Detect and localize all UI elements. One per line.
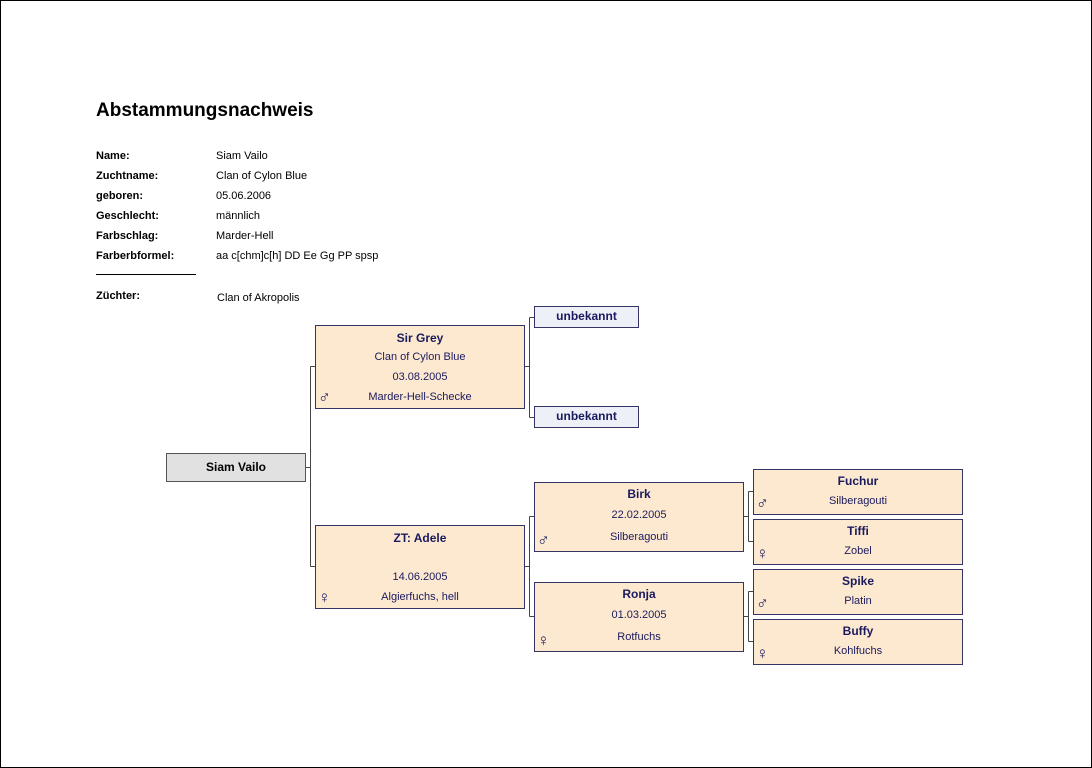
great-grandparent-name: Tiffi: [847, 524, 869, 538]
name-value: Siam Vailo: [216, 150, 268, 162]
sex-value: männlich: [216, 210, 261, 222]
great-grandparent-box-tiffi: Tiffi Zobel ♀: [753, 519, 963, 565]
breeder-label: Züchter:: [96, 290, 140, 302]
mother-box: ZT: Adele 14.06.2005 Algierfuchs, hell ♀: [315, 525, 525, 609]
male-icon: ♂: [756, 494, 769, 513]
maternal-grandfather-box: Birk 22.02.2005 Silberagouti ♂: [534, 482, 744, 552]
male-icon: ♂: [318, 388, 331, 407]
female-icon: ♀: [318, 588, 331, 607]
female-icon: ♀: [756, 544, 769, 563]
kennel-name-label: Zuchtname:: [96, 170, 159, 182]
great-grandparent-box-fuchur: Fuchur Silberagouti ♂: [753, 469, 963, 515]
maternal-grandfather-birth-date: 22.02.2005: [611, 509, 667, 521]
great-grandparent-name: Buffy: [842, 624, 874, 638]
birth-date-label: geboren:: [96, 190, 144, 202]
great-grandparent-color: Silberagouti: [828, 495, 888, 507]
male-icon: ♂: [537, 531, 550, 550]
great-grandparent-color: Platin: [844, 595, 872, 607]
father-kennel: Clan of Cylon Blue: [374, 351, 466, 363]
great-grandparent-color: Kohlfuchs: [833, 645, 883, 657]
color-value: Marder-Hell: [216, 230, 274, 242]
kennel-name-value: Clan of Cylon Blue: [216, 170, 308, 182]
name-label: Name:: [96, 150, 130, 162]
color-formula-value: aa c[chm]c[h] DD Ee Gg PP spsp: [216, 250, 379, 262]
mother-color: Algierfuchs, hell: [381, 591, 459, 603]
maternal-grandfather-name: Birk: [627, 487, 651, 501]
root-animal-name: Siam Vailo: [205, 460, 267, 474]
great-grandparent-box-spike: Spike Platin ♂: [753, 569, 963, 615]
paternal-grandfather-name: unbekannt: [556, 309, 617, 323]
great-grandparent-name: Fuchur: [837, 474, 879, 488]
father-box: Sir Grey Clan of Cylon Blue 03.08.2005 M…: [315, 325, 525, 409]
mother-birth-date: 14.06.2005: [392, 571, 448, 583]
great-grandparent-box-buffy: Buffy Kohlfuchs ♀: [753, 619, 963, 665]
great-grandparent-name: Spike: [841, 574, 874, 588]
maternal-grandmother-birth-date: 01.03.2005: [611, 609, 667, 621]
maternal-grandmother-box: Ronja 01.03.2005 Rotfuchs ♀: [534, 582, 744, 652]
paternal-grandmother-name: unbekannt: [556, 409, 617, 423]
color-label: Farbschlag:: [96, 230, 159, 242]
maternal-grandfather-color: Silberagouti: [609, 531, 669, 543]
female-icon: ♀: [756, 644, 769, 663]
maternal-grandmother-name: Ronja: [622, 587, 656, 601]
paternal-grandfather-box: unbekannt: [534, 306, 639, 328]
sex-label: Geschlecht:: [96, 210, 159, 222]
father-color: Marder-Hell-Schecke: [368, 391, 472, 403]
divider: [96, 274, 196, 275]
maternal-grandmother-color: Rotfuchs: [617, 631, 661, 643]
father-name: Sir Grey: [396, 331, 444, 345]
birth-date-value: 05.06.2006: [216, 190, 272, 202]
father-birth-date: 03.08.2005: [392, 371, 448, 383]
paternal-grandmother-box: unbekannt: [534, 406, 639, 428]
mother-name: ZT: Adele: [393, 531, 447, 545]
color-formula-label: Farberbformel:: [96, 250, 175, 262]
breeder-value: Clan of Akropolis: [217, 292, 300, 304]
great-grandparent-color: Zobel: [844, 545, 872, 557]
page-title: Abstammungsnachweis: [96, 100, 314, 121]
female-icon: ♀: [537, 631, 550, 650]
male-icon: ♂: [756, 594, 769, 613]
root-animal-box: Siam Vailo: [166, 453, 306, 482]
